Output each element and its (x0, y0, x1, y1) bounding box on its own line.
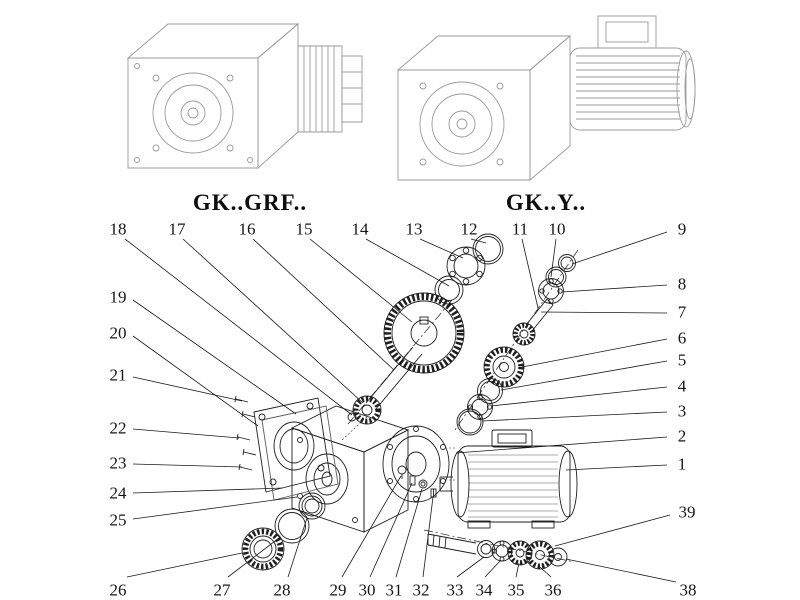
exploded-small-fasteners (397, 465, 437, 498)
part-callout-7: 7 (677, 302, 687, 322)
part-callout-8: 8 (677, 274, 687, 294)
part-callout-16: 16 (238, 219, 256, 239)
leader-line-27 (227, 537, 280, 578)
leader-line-29 (341, 475, 402, 578)
leader-line-13 (419, 238, 464, 259)
leader-line-6 (521, 338, 668, 368)
exploded-housing (290, 405, 457, 533)
part-callout-10: 10 (548, 219, 566, 239)
assembled-view-gk-grf (126, 23, 363, 170)
part-callout-38: 38 (679, 580, 697, 600)
leader-line-28 (287, 517, 308, 578)
leader-line-39 (554, 514, 671, 547)
part-callout-34: 34 (475, 580, 493, 600)
leader-line-23 (132, 463, 243, 468)
exploded-cover-plate (253, 397, 339, 501)
part-callout-30: 30 (358, 580, 376, 600)
exploded-motor (439, 429, 578, 529)
part-callout-18: 18 (109, 219, 127, 239)
part-callout-29: 29 (329, 580, 347, 600)
leader-lines (124, 231, 677, 583)
part-callout-25: 25 (109, 510, 127, 530)
leader-line-24 (132, 487, 284, 494)
leader-line-32 (422, 496, 434, 578)
leader-line-4 (490, 386, 668, 407)
part-callout-28: 28 (273, 580, 291, 600)
leader-line-34 (484, 559, 502, 578)
part-callout-13: 13 (405, 219, 423, 239)
part-callout-17: 17 (168, 219, 186, 239)
leader-line-1 (565, 464, 668, 471)
part-callout-5: 5 (677, 350, 687, 370)
part-callout-1: 1 (677, 454, 687, 474)
leader-line-35 (515, 562, 520, 578)
part-callout-14: 14 (351, 219, 369, 239)
part-callout-26: 26 (109, 580, 127, 600)
leader-line-30 (369, 482, 413, 578)
part-callout-19: 19 (109, 287, 127, 307)
part-callout-21: 21 (109, 365, 127, 385)
part-callout-27: 27 (213, 580, 231, 600)
leader-line-26 (126, 552, 243, 578)
leader-line-19 (132, 299, 297, 415)
part-callout-20: 20 (109, 323, 127, 343)
exploded-bolts (234, 395, 257, 471)
leader-line-18 (124, 238, 353, 416)
model-label-gk-grf: GK..GRF.. (192, 190, 308, 215)
leader-line-12 (470, 238, 487, 244)
leader-line-22 (132, 428, 240, 439)
leader-line-17 (182, 238, 364, 404)
leader-line-21 (132, 376, 243, 402)
leader-line-8 (561, 284, 668, 293)
leader-line-14 (365, 238, 450, 287)
part-callout-15: 15 (295, 219, 313, 239)
leader-line-3 (481, 411, 668, 422)
leader-line-5 (500, 360, 668, 391)
leader-line-15 (309, 238, 413, 323)
exploded-input-pinion (456, 254, 576, 436)
part-callout-31: 31 (385, 580, 403, 600)
part-callout-3: 3 (677, 401, 687, 421)
part-callout-4: 4 (677, 376, 687, 396)
leader-line-7 (540, 311, 668, 314)
leader-line-20 (132, 335, 259, 427)
part-callout-23: 23 (109, 453, 127, 473)
leader-line-33 (456, 556, 485, 578)
part-callout-32: 32 (412, 580, 430, 600)
leader-line-10 (550, 238, 557, 278)
part-callout-12: 12 (460, 219, 478, 239)
exploded-seal-rings (241, 492, 326, 571)
leader-line-36 (539, 566, 552, 578)
leader-line-38 (565, 558, 677, 583)
leader-line-31 (395, 488, 423, 578)
part-callout-24: 24 (109, 483, 127, 503)
leader-line-9 (571, 231, 668, 265)
leader-line-16 (252, 238, 395, 371)
leader-line-11 (521, 238, 539, 309)
part-callout-11: 11 (511, 219, 529, 239)
leader-line-2 (455, 436, 668, 454)
part-callout-2: 2 (677, 426, 687, 446)
exploded-bearings-rings-upper (434, 233, 504, 305)
part-callout-36: 36 (544, 580, 562, 600)
leader-line-25 (132, 496, 298, 520)
part-callout-33: 33 (446, 580, 464, 600)
part-callout-6: 6 (677, 328, 687, 348)
part-callout-39: 39 (678, 502, 696, 522)
part-callout-35: 35 (507, 580, 525, 600)
assembled-view-gk-y (396, 15, 696, 181)
exploded-output-gear-shaft (352, 292, 465, 425)
part-callout-22: 22 (109, 418, 127, 438)
model-label-gk-y: GK..Y.. (505, 190, 587, 215)
part-callout-9: 9 (677, 219, 687, 239)
